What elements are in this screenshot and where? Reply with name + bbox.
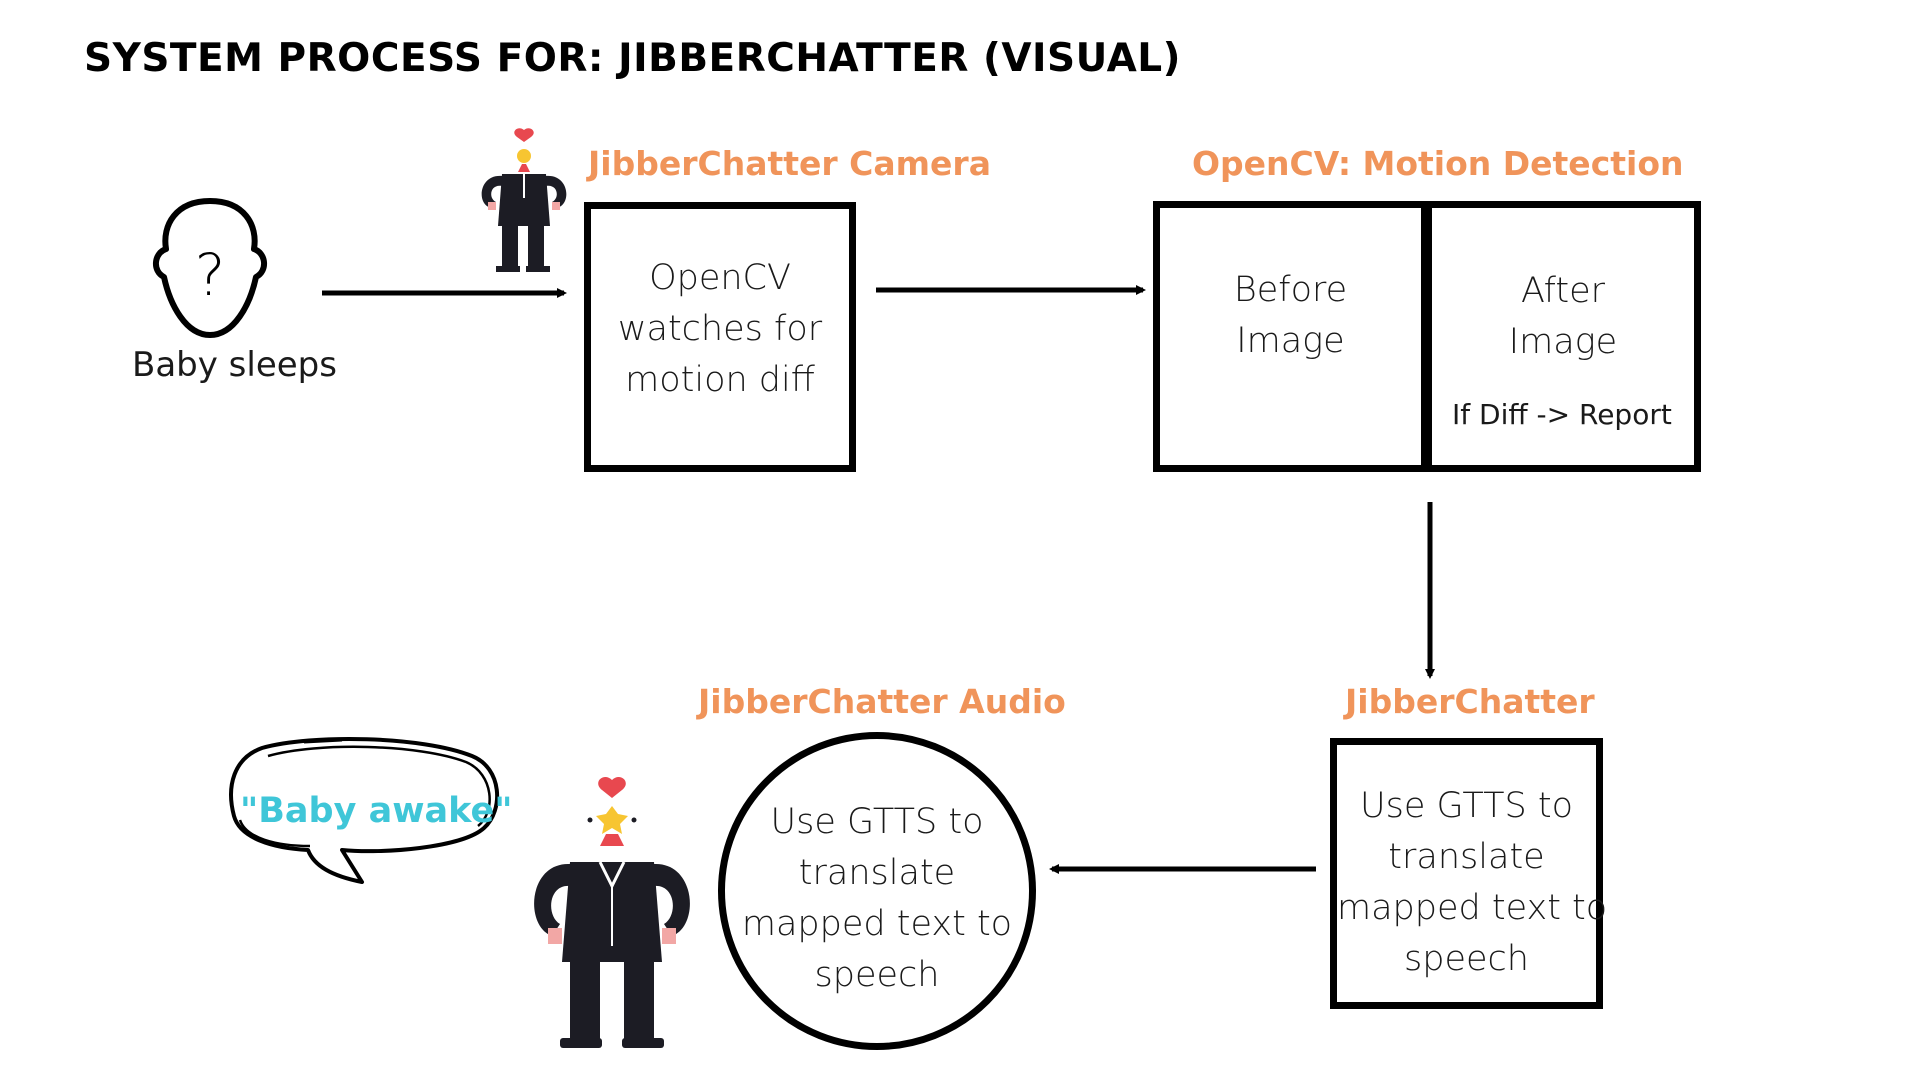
after-text-line1: After: [1520, 271, 1606, 311]
audio-text-line4: speech: [814, 955, 940, 995]
baby-head-question-icon: ?: [153, 198, 267, 338]
robot-figure-icon: [534, 777, 690, 1048]
camera-heading: JibberChatter Camera: [588, 144, 991, 183]
robot-figure-icon: [481, 128, 567, 272]
after-text-line2: Image: [1508, 322, 1618, 362]
speech-bubble-icon: [229, 737, 500, 884]
before-image-box: Before Image: [1153, 201, 1428, 472]
jibberchatter-heading: JibberChatter: [1345, 682, 1595, 721]
jc-text-line1: Use GTTS to: [1359, 786, 1573, 826]
speech-bubble-text: "Baby awake": [240, 791, 513, 831]
baby-label: Baby sleeps: [132, 345, 337, 385]
before-text-line1: Before: [1233, 270, 1348, 310]
camera-text-line1: OpenCV: [649, 258, 791, 298]
svg-text:?: ?: [195, 241, 226, 309]
camera-box: OpenCV watches for motion diff: [584, 202, 856, 472]
audio-circle: Use GTTS to translate mapped text to spe…: [718, 732, 1036, 1050]
audio-text-line2: translate: [798, 853, 956, 893]
audio-text-line3: mapped text to: [741, 904, 1013, 944]
before-text-line2: Image: [1236, 321, 1345, 361]
page-title: SYSTEM PROCESS FOR: JIBBERCHATTER (VISUA…: [84, 36, 1181, 81]
camera-text-line2: watches for: [617, 309, 823, 349]
jc-text-line2: translate: [1388, 837, 1545, 877]
after-image-box: After Image If Diff -> Report: [1425, 201, 1701, 472]
audio-text-line1: Use GTTS to: [770, 802, 984, 842]
jibberchatter-box: Use GTTS to translate mapped text to spe…: [1330, 738, 1608, 1009]
motion-heading: OpenCV: Motion Detection: [1192, 144, 1684, 183]
audio-heading: JibberChatter Audio: [698, 682, 1066, 721]
camera-text-line3: motion diff: [625, 360, 815, 400]
diff-report-note: If Diff -> Report: [1452, 398, 1672, 431]
jc-text-line4: speech: [1404, 939, 1529, 979]
jc-text-line3: mapped text to: [1337, 888, 1608, 928]
